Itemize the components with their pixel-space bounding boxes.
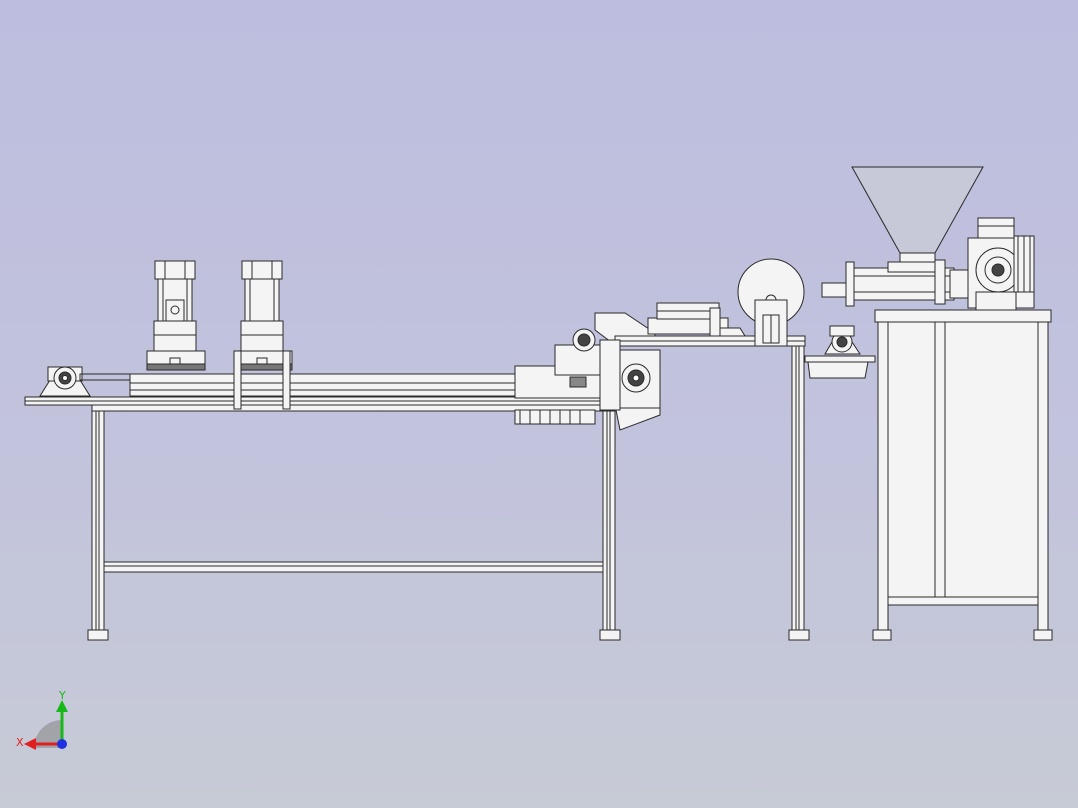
left-conveyor-table	[24, 366, 621, 641]
x-axis-label: X	[16, 736, 24, 749]
extruder-cabinet	[872, 309, 1053, 641]
drive-gearmotor	[514, 328, 601, 425]
feed-hopper	[851, 166, 984, 264]
press-cylinder-2	[233, 260, 293, 410]
z-axis-dot	[57, 739, 67, 749]
triad-quadrant	[34, 720, 62, 748]
press-cylinder-1	[146, 260, 206, 371]
left-pillow-block	[39, 366, 91, 397]
y-axis-label: Y	[58, 689, 66, 702]
cutter-disc	[737, 258, 805, 347]
middle-conveyor	[594, 302, 876, 641]
extruder-barrel	[821, 259, 969, 307]
y-axis-head	[56, 700, 68, 712]
axis-triad: Y X	[16, 689, 68, 750]
extruder-gearmotor	[967, 217, 1035, 311]
x-axis-head	[24, 738, 36, 750]
